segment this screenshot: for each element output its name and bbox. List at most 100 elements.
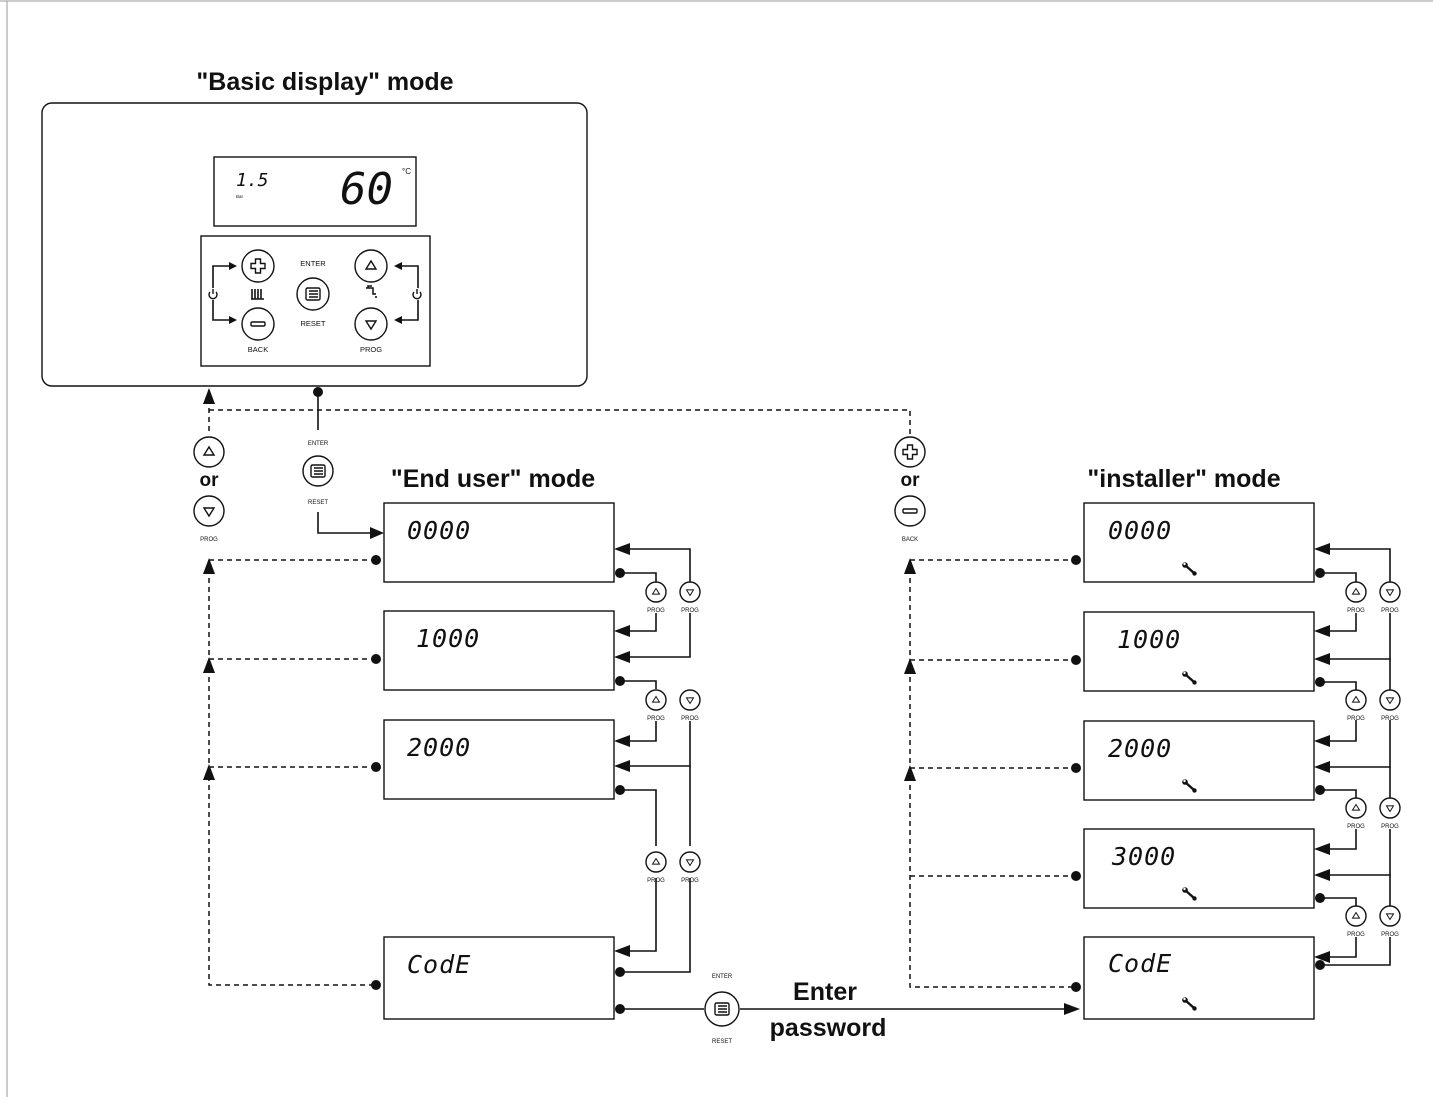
up-button[interactable] — [354, 249, 388, 283]
radiator-icon — [251, 289, 264, 300]
right-plus-button[interactable] — [894, 436, 926, 468]
nav-prog-label: PROG — [1347, 932, 1365, 938]
left-up-button[interactable] — [193, 436, 225, 468]
tap-icon — [366, 285, 377, 298]
connector-enter-label: ENTER — [308, 441, 329, 447]
installer-screen-1000: 1000 — [1071, 611, 1325, 692]
enduser-nav-down-button[interactable] — [679, 581, 701, 603]
installer-nav-down-button[interactable] — [1379, 581, 1401, 603]
installer-mode-title: "installer" mode — [1087, 465, 1280, 493]
installer-nav-down-button[interactable] — [1379, 797, 1401, 819]
nav-line — [1326, 829, 1357, 850]
password-enter-button[interactable] — [704, 991, 740, 1027]
installer-screen-value: 1000 — [1117, 625, 1181, 654]
keypad-enter-label: ENTER — [300, 259, 326, 268]
pressure-unit: Bar — [236, 194, 244, 199]
left-down-button[interactable] — [193, 495, 225, 527]
basic-lcd — [213, 156, 417, 227]
nav-prog-label: PROG — [1347, 824, 1365, 830]
plus-button[interactable] — [241, 249, 275, 283]
enduser-return-dashed — [208, 560, 376, 986]
temperature-readout: 60 — [340, 164, 393, 215]
keypad-reset-label: RESET — [300, 319, 325, 328]
installer-screen-2000: 2000 — [1071, 720, 1325, 801]
nav-line — [626, 613, 691, 658]
arrowhead — [394, 262, 402, 270]
power-icon-left — [207, 288, 219, 300]
installer-nav-up-button[interactable] — [1345, 689, 1367, 711]
installer-screen-3000: 3000 — [1071, 828, 1325, 909]
nav-prog-label: PROG — [681, 716, 699, 722]
arrowhead-left — [1314, 869, 1330, 881]
arrowhead-left — [614, 945, 630, 957]
enduser-screen-value: 1000 — [416, 624, 480, 653]
arrowhead-left — [1314, 761, 1330, 773]
nav-line — [1326, 720, 1357, 742]
installer-nav-up-button[interactable] — [1345, 581, 1367, 603]
nav-line — [1320, 572, 1357, 582]
arrowhead-left — [1314, 735, 1330, 747]
arrowhead-left — [1314, 653, 1330, 665]
right-minus-button[interactable] — [894, 495, 926, 527]
nav-prog-label: PROG — [681, 608, 699, 614]
keypad-prog-label: PROG — [360, 345, 382, 354]
enduser-screen-2000: 2000 — [371, 719, 625, 800]
return-dashed-top — [209, 409, 911, 437]
arrowhead-left — [1314, 951, 1330, 963]
arrowhead-left — [614, 625, 630, 637]
installer-nav-up-button[interactable] — [1345, 797, 1367, 819]
installer-nav-down-button[interactable] — [1379, 905, 1401, 927]
keypad-back-label: BACK — [248, 345, 268, 354]
nav-prog-label: PROG — [647, 608, 665, 614]
nav-line — [1320, 937, 1391, 966]
enduser-nav-down-button[interactable] — [679, 851, 701, 873]
installer-nav-up-button[interactable] — [1345, 905, 1367, 927]
arrowhead-left — [614, 735, 630, 747]
enduser-screen-code: CodE — [371, 936, 625, 1020]
power-icon-right — [411, 288, 423, 300]
enter-reset-button[interactable] — [296, 277, 330, 311]
installer-screen-value: CodE — [1108, 949, 1172, 978]
arrowhead — [229, 316, 237, 324]
password-enter-label: ENTER — [712, 974, 733, 980]
password-reset-label: RESET — [712, 1039, 732, 1045]
arrowhead-up — [203, 558, 215, 574]
nav-line — [1326, 613, 1391, 660]
enduser-nav-down-button[interactable] — [679, 689, 701, 711]
nav-line — [620, 878, 691, 973]
enduser-nav-up-button[interactable] — [645, 689, 667, 711]
nav-line — [1320, 681, 1357, 690]
nav-prog-label: PROG — [1381, 932, 1399, 938]
enduser-nav-up-button[interactable] — [645, 851, 667, 873]
arrowhead-up — [203, 388, 215, 404]
nav-line — [626, 548, 691, 582]
nav-line — [626, 721, 657, 742]
arrowhead-left — [614, 543, 630, 555]
nav-line — [620, 680, 657, 689]
enduser-screen-0000: 0000 — [371, 502, 625, 583]
arrowhead-up — [203, 657, 215, 673]
nav-line — [1326, 720, 1391, 768]
end-user-mode-title: "End user" mode — [391, 465, 595, 493]
nav-line — [626, 613, 657, 632]
pressure-readout: 1.5 — [236, 170, 269, 191]
minus-button[interactable] — [241, 307, 275, 341]
down-button[interactable] — [354, 307, 388, 341]
enduser-nav-up-button[interactable] — [645, 581, 667, 603]
installer-screen-code: CodE — [1071, 936, 1325, 1020]
enduser-screen-1000: 1000 — [371, 610, 625, 691]
enduser-screen-value: 2000 — [407, 733, 471, 762]
nav-prog-label: PROG — [1381, 716, 1399, 722]
arrowhead-left — [1314, 625, 1330, 637]
installer-nav-down-button[interactable] — [1379, 689, 1401, 711]
nav-line — [626, 721, 691, 767]
enter-to-enduser-line — [317, 512, 374, 534]
installer-screen-value: 0000 — [1108, 516, 1172, 545]
nav-line — [1320, 897, 1357, 906]
nav-prog-label: PROG — [1347, 716, 1365, 722]
password-line1: Enter — [793, 978, 857, 1006]
arrowhead-left — [614, 651, 630, 663]
enduser-screen-value: CodE — [407, 950, 471, 979]
connector-enter-button[interactable] — [302, 455, 334, 487]
